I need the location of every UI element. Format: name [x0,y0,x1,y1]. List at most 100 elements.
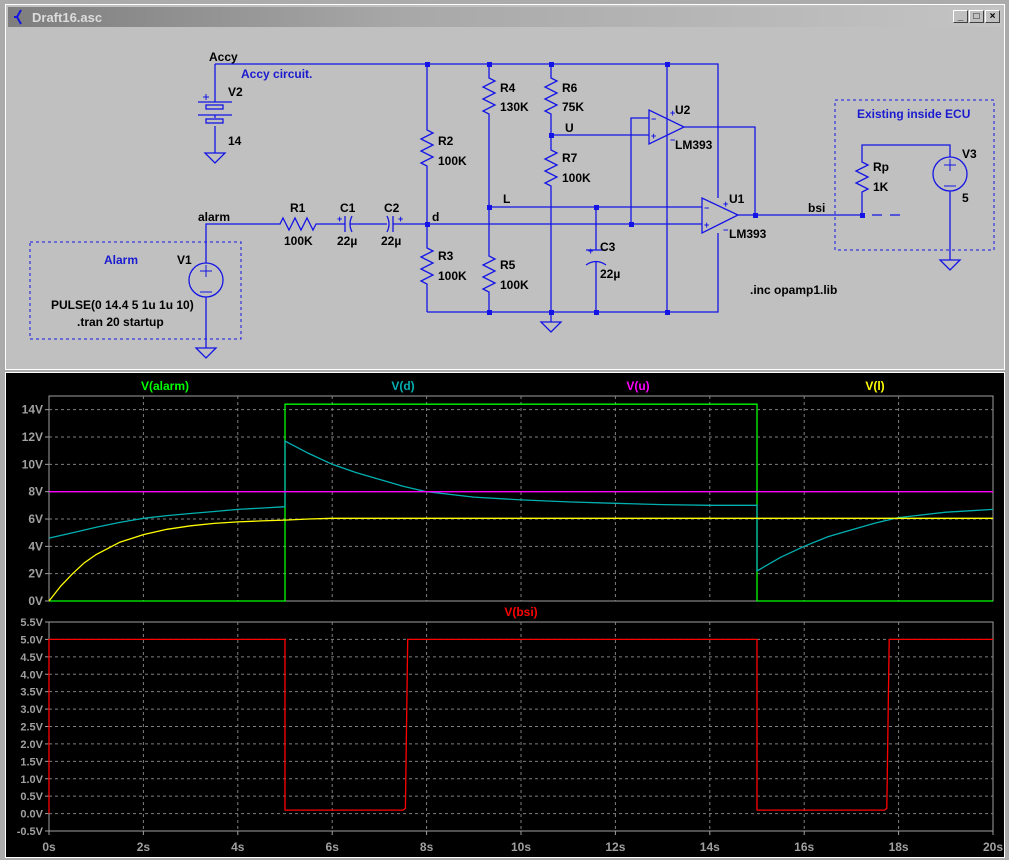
svg-text:+: + [588,246,593,256]
u1-name: U1 [729,192,745,206]
x-tick-label: 14s [700,840,720,854]
y-tick-label: 8V [28,485,43,499]
y-tick-label: 0.5V [20,791,43,803]
svg-text:−: − [670,135,675,145]
comment-boxes [29,99,995,340]
y-tick-label: -0.5V [17,826,44,838]
y-tick-label: 0V [28,594,43,608]
y-tick-label: 2V [28,567,43,581]
x-tick-label: 6s [326,840,340,854]
u2-name: U2 [675,103,691,117]
trace-vbsi [48,638,993,814]
close-button[interactable]: × [985,10,1000,23]
svg-text:+: + [704,220,709,230]
r3-value: 100K [438,269,467,283]
y-tick-label: 5.5V [20,617,43,629]
r2-value: 100K [438,154,467,168]
x-tick-label: 0s [42,840,56,854]
r5-name: R5 [500,258,516,272]
c1-value: 22µ [337,234,357,248]
comment-ecu: Existing inside ECU [857,107,970,121]
r4-value: 130K [500,100,529,114]
comment-alarm: Alarm [104,253,138,267]
r5-value: 100K [500,278,529,292]
v2-value: 14 [228,134,242,148]
svg-text:−: − [723,225,728,235]
x-tick-label: 16s [794,840,814,854]
x-tick-label: 10s [511,840,531,854]
trace-vl [48,517,993,602]
svg-text:+: + [670,108,675,118]
trace-label: V(bsi) [504,605,537,619]
trace-label: V(l) [865,379,884,393]
y-tick-label: 2.0V [20,739,43,751]
x-tick-label: 8s [420,840,434,854]
r3-name: R3 [438,249,454,263]
y-tick-label: 1.0V [20,774,43,786]
net-label-U: U [565,121,574,135]
v3-name: V3 [962,147,977,161]
y-tick-label: 10V [22,457,43,471]
r1-value: 100K [284,234,313,248]
y-tick-label: 3.5V [20,687,43,699]
trace-label: V(u) [626,379,649,393]
y-tick-label: 4.0V [20,669,43,681]
r7-value: 100K [562,171,591,185]
r6-name: R6 [562,81,578,95]
maximize-button[interactable]: □ [969,10,984,23]
c3-value: 22µ [600,267,620,281]
v3-value: 5 [962,191,969,205]
ecu-box [834,99,995,251]
x-tick-label: 12s [605,840,625,854]
window-title: Draft16.asc [32,10,103,25]
net-label-d: d [432,210,439,224]
v1-value: PULSE(0 14.4 5 1u 1u 10) [51,298,194,312]
c3-name: C3 [600,240,616,254]
r7-name: R7 [562,151,578,165]
junctions [425,62,865,315]
u1-value: LM393 [729,227,767,241]
x-tick-label: 4s [231,840,245,854]
y-tick-label: 4V [28,539,43,553]
svg-text:+: + [398,214,403,224]
pin-markers: −++− −++− +++ [337,108,728,256]
net-label-bsi: bsi [808,201,825,215]
title-bar[interactable]: Draft16.asc _ □ × [8,7,1002,27]
net-label-alarm: alarm [198,210,230,224]
c2-value: 22µ [381,234,401,248]
net-label-L: L [503,192,510,206]
trace-label: V(alarm) [141,379,189,393]
y-tick-label: 14V [22,403,43,417]
svg-text:−: − [704,203,709,213]
svg-text:−: − [651,114,656,124]
waveform-window[interactable] [5,372,1005,858]
x-tick-label: 18s [889,840,909,854]
svg-text:+: + [337,214,342,224]
y-tick-label: 5.0V [20,634,43,646]
u2-value: LM393 [675,138,713,152]
r1-name: R1 [290,201,306,215]
alarm-box [29,241,242,340]
schematic-canvas[interactable]: −++− −++− +++ Accy V2 14 alarm R1 100K C… [0,0,1009,370]
y-tick-label: 6V [28,512,43,526]
tran-directive[interactable]: .tran 20 startup [77,315,164,329]
r2-name: R2 [438,134,454,148]
schematic-window: Draft16.asc _ □ × [5,4,1005,370]
wires [188,63,968,359]
ltspice-app-icon [14,9,22,25]
source-symbols [200,94,956,293]
inc-directive[interactable]: .inc opamp1.lib [750,283,837,297]
net-label-accy: Accy [209,50,238,64]
v2-name: V2 [228,85,243,99]
y-tick-label: 0.0V [20,809,43,821]
minimize-button[interactable]: _ [953,10,968,23]
trace-label: V(d) [391,379,414,393]
trace-valarm [49,403,993,602]
rp-value: 1K [873,180,889,194]
trace-vd [48,440,994,573]
y-tick-label: 1.5V [20,756,43,768]
r4-name: R4 [500,81,516,95]
v1-name: V1 [177,253,192,267]
r6-value: 75K [562,100,584,114]
